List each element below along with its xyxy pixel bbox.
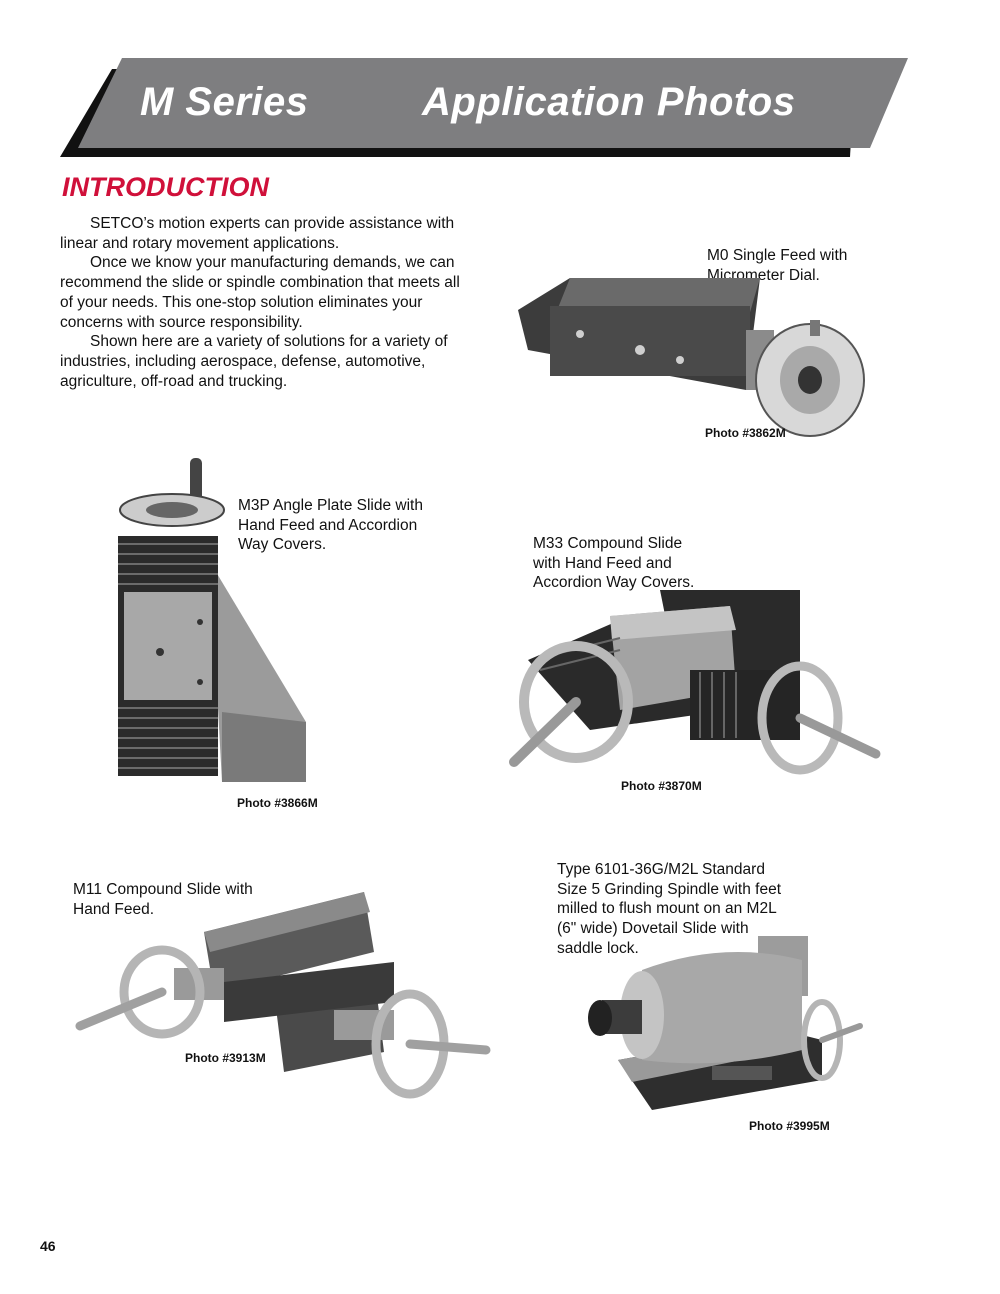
intro-body: SETCO’s motion experts can provide assis… (60, 214, 460, 391)
photo-caption-m3p: M3P Angle Plate Slide with Hand Feed and… (238, 497, 423, 554)
photo-number-m3p: Photo #3866M (237, 796, 318, 810)
photo-caption-m33: M33 Compound Slide with Hand Feed and Ac… (533, 535, 695, 592)
section-title: Application Photos (422, 80, 796, 124)
intro-paragraph: Once we know your manufacturing demands,… (60, 254, 460, 331)
photo-m0-single-feed (518, 278, 865, 437)
photo-m33-compound-slide (509, 590, 881, 775)
banner-shape (60, 58, 908, 157)
photo-m3p-angle-plate-slide (118, 458, 306, 782)
intro-heading: INTRODUCTION (62, 172, 269, 202)
page-number: 46 (40, 1238, 56, 1254)
intro-paragraph: SETCO’s motion experts can provide assis… (60, 215, 455, 252)
photo-caption-6101: Type 6101-36G/M2L Standard Size 5 Grindi… (557, 861, 782, 957)
photo-number-6101: Photo #3995M (749, 1119, 830, 1133)
photo-6101-grinding-spindle (588, 936, 863, 1110)
photo-number-m33: Photo #3870M (621, 779, 702, 793)
photo-number-m0: Photo #3862M (705, 426, 786, 440)
photo-m11-compound-slide (75, 892, 491, 1099)
intro-paragraph: Shown here are a variety of solutions fo… (60, 333, 448, 390)
header-banner: M Series Application Photos (0, 0, 1000, 170)
photo-caption-m11: M11 Compound Slide with Hand Feed. (73, 881, 253, 918)
series-title: M Series (140, 80, 309, 124)
photo-number-m11: Photo #3913M (185, 1051, 266, 1065)
